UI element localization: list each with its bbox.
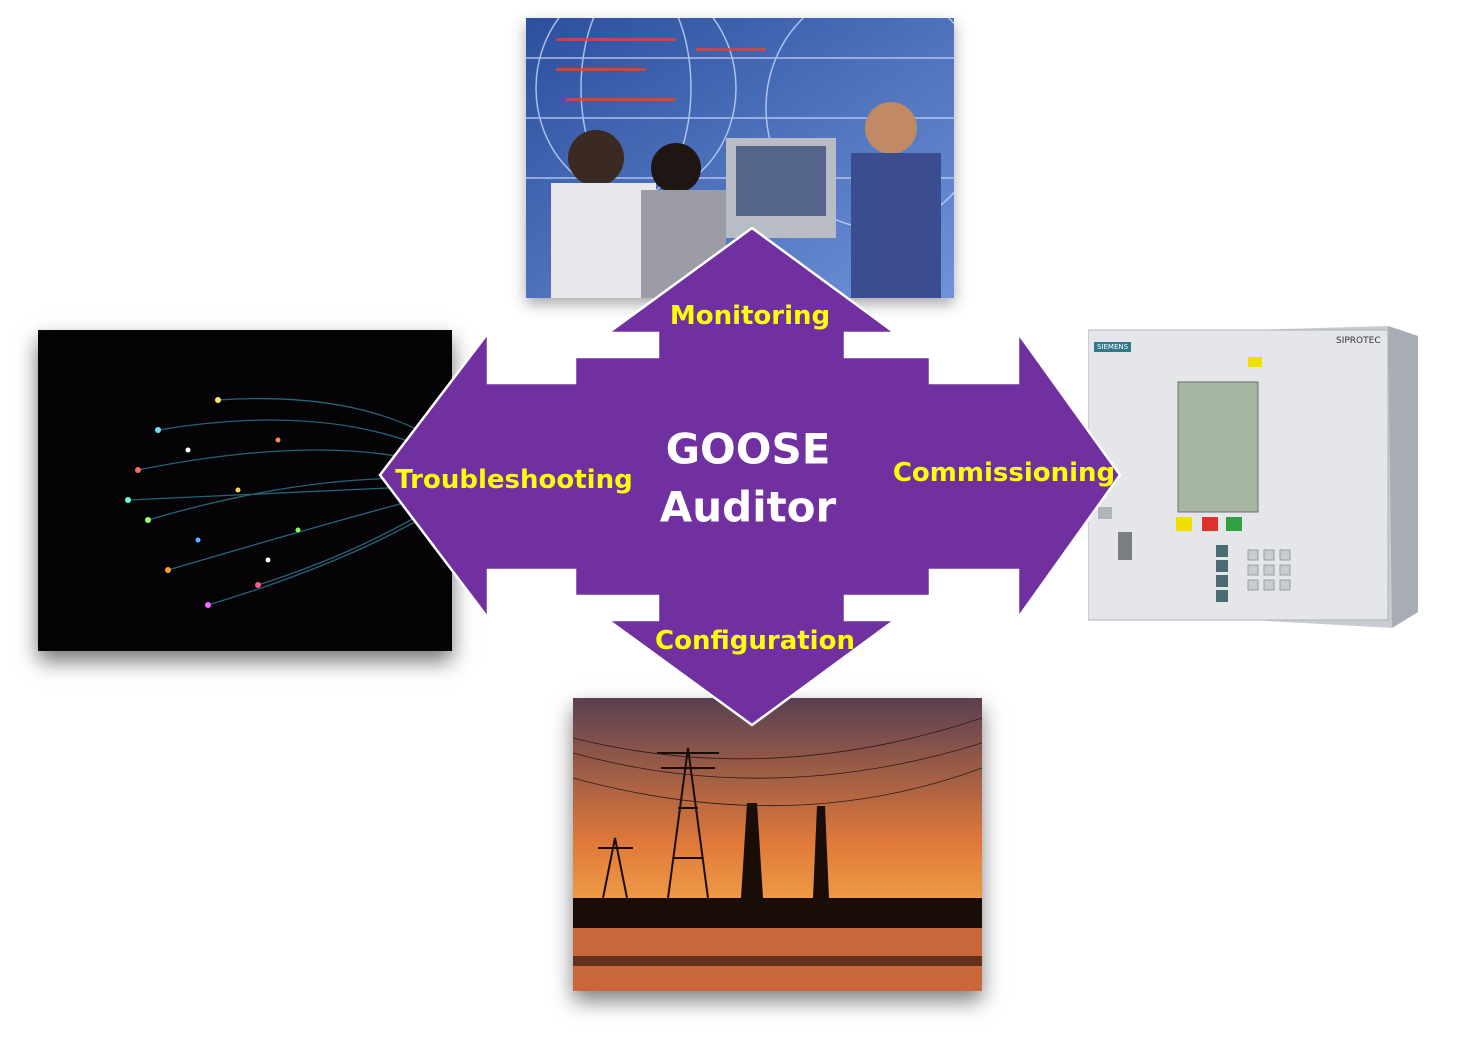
fiber-optics-photo (38, 330, 452, 651)
commissioning-label: Commissioning (892, 458, 1116, 488)
center-title-line1: GOOSE (665, 424, 831, 474)
power-lines-sunset-photo (573, 698, 982, 991)
configuration-label: Configuration (655, 626, 855, 656)
control-room-photo (526, 18, 954, 298)
protection-relay-photo: SIEMENS SIPROTEC (1088, 312, 1418, 632)
device-model-label: SIPROTEC (1336, 336, 1381, 346)
center-title-line2: Auditor (659, 482, 837, 532)
troubleshooting-label: Troubleshooting (395, 465, 633, 495)
device-brand-label: SIEMENS (1094, 342, 1132, 352)
monitoring-label: Monitoring (669, 301, 831, 331)
